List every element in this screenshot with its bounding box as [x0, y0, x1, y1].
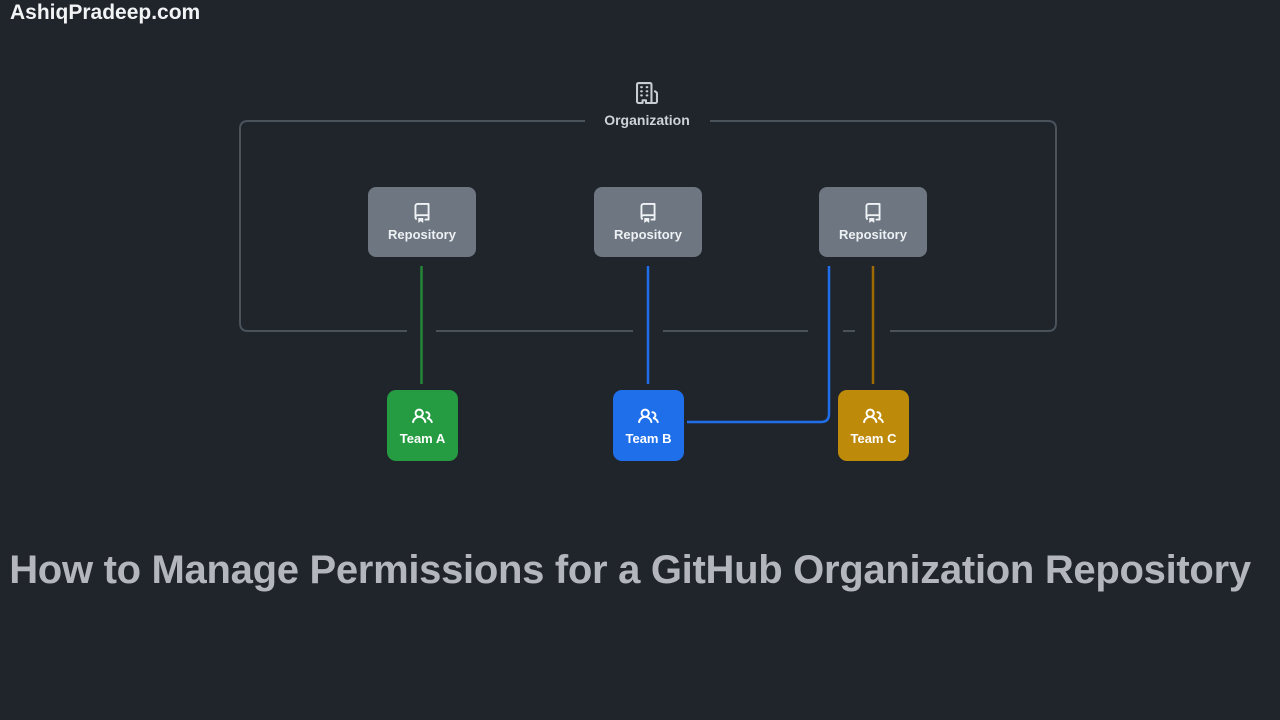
- repository-node-1[interactable]: Repository: [368, 187, 476, 257]
- repository-label: Repository: [614, 226, 682, 242]
- organization-label: Organization: [604, 112, 690, 128]
- connector-lines: [239, 120, 1057, 424]
- org-permissions-diagram: Organization Repository Repository Repos…: [239, 82, 1057, 461]
- organization-icon: [636, 82, 658, 104]
- repo-icon: [414, 202, 430, 223]
- repo-icon: [865, 202, 881, 223]
- people-icon: [638, 408, 659, 423]
- people-icon: [412, 408, 433, 423]
- wire-repo3-team-b: [687, 266, 831, 424]
- organization-border: [239, 120, 1057, 332]
- team-a-node[interactable]: Team A: [387, 390, 458, 461]
- team-label: Team B: [625, 430, 672, 446]
- page-title: How to Manage Permissions for a GitHub O…: [9, 548, 1251, 592]
- repository-label: Repository: [839, 226, 907, 242]
- team-b-node[interactable]: Team B: [613, 390, 684, 461]
- repository-node-2[interactable]: Repository: [594, 187, 702, 257]
- team-label: Team A: [399, 430, 446, 446]
- repository-label: Repository: [388, 226, 456, 242]
- site-watermark: AshiqPradeep.com: [10, 1, 201, 24]
- people-icon: [863, 408, 884, 423]
- repo-icon: [640, 202, 656, 223]
- repository-node-3[interactable]: Repository: [819, 187, 927, 257]
- team-c-node[interactable]: Team C: [838, 390, 909, 461]
- team-label: Team C: [850, 430, 897, 446]
